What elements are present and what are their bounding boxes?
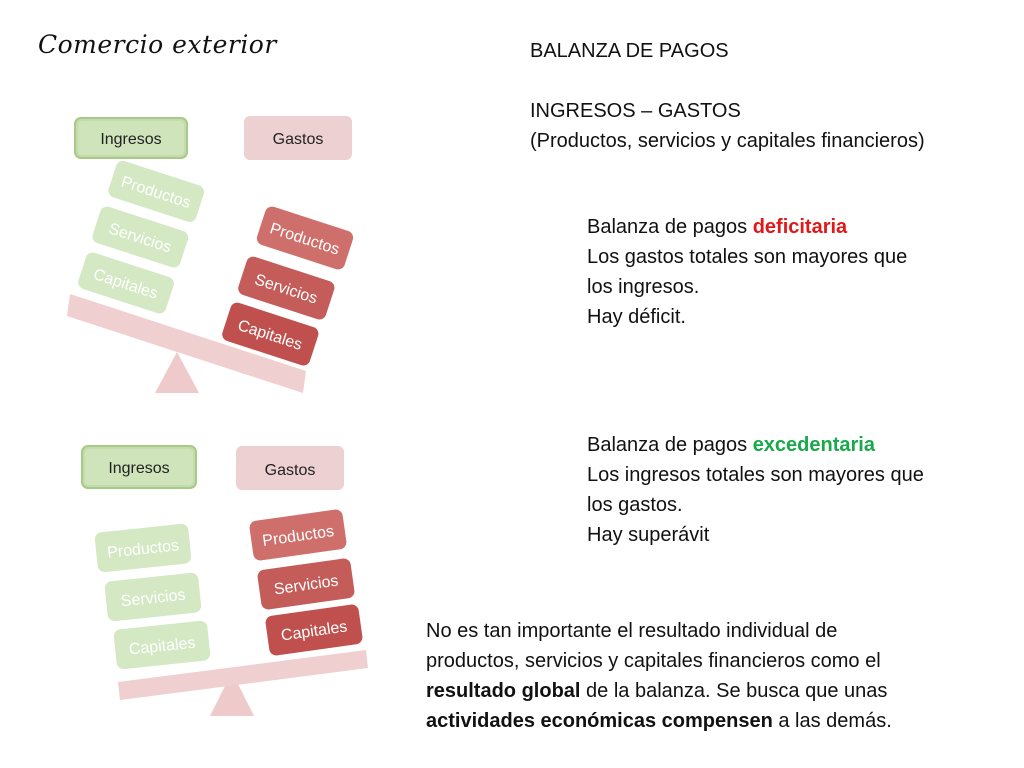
surplus-line-1: Los ingresos totales son mayores que bbox=[587, 464, 924, 486]
balance-beam bbox=[118, 650, 368, 700]
ingresos-item-servicios: Servicios bbox=[104, 572, 202, 622]
surplus-keyword: excedentaria bbox=[752, 434, 875, 456]
gastos-header: Gastos bbox=[236, 446, 344, 490]
gastos-label: Gastos bbox=[273, 131, 324, 148]
svg-text:Servicios: Servicios bbox=[120, 587, 186, 611]
fulcrum-icon bbox=[210, 672, 254, 716]
deficit-line-3: Hay déficit. bbox=[587, 306, 686, 328]
ingresos-item-capitales: Capitales bbox=[113, 620, 211, 670]
formula-line: INGRESOS – GASTOS bbox=[530, 100, 741, 122]
deficit-block: Balanza de pagos deficitaria Los gastos … bbox=[587, 212, 1007, 332]
conclusion-line-2: productos, servicios y capitales financi… bbox=[426, 650, 881, 672]
gastos-item-servicios: Servicios bbox=[238, 256, 335, 320]
gastos-item-productos: Productos bbox=[249, 509, 347, 561]
gastos-item-capitales: Capitales bbox=[222, 302, 319, 366]
gastos-label: Gastos bbox=[265, 462, 316, 479]
ingresos-header: Ingresos bbox=[81, 445, 197, 489]
ingresos-label: Ingresos bbox=[100, 131, 161, 148]
formula-note: (Productos, servicios y capitales financ… bbox=[530, 130, 925, 152]
ingresos-header: Ingresos bbox=[74, 117, 188, 159]
balanza-heading: BALANZA DE PAGOS bbox=[530, 40, 729, 62]
fulcrum-icon bbox=[155, 352, 199, 393]
gastos-item-productos: Productos bbox=[256, 206, 354, 270]
ingresos-label: Ingresos bbox=[108, 460, 169, 477]
gastos-header: Gastos bbox=[244, 116, 352, 160]
gastos-item-capitales: Capitales bbox=[265, 604, 363, 656]
conclusion-paragraph: No es tan importante el resultado indivi… bbox=[426, 616, 1016, 736]
svg-text:Capitales: Capitales bbox=[128, 635, 196, 659]
balance-beam bbox=[67, 294, 306, 393]
surplus-title: Balanza de pagos excedentaria bbox=[587, 434, 875, 456]
conclusion-line-3: resultado global de la balanza. Se busca… bbox=[426, 680, 888, 702]
surplus-line-2: los gastos. bbox=[587, 494, 683, 516]
conclusion-line-1: No es tan importante el resultado indivi… bbox=[426, 620, 838, 642]
ingresos-item-capitales: Capitales bbox=[78, 252, 174, 314]
deficit-keyword: deficitaria bbox=[752, 216, 848, 238]
slide-title: Comercio exterior bbox=[38, 30, 277, 59]
deficit-line-2: los ingresos. bbox=[587, 276, 700, 298]
gastos-item-servicios: Servicios bbox=[257, 558, 355, 610]
ingresos-item-productos: Productos bbox=[94, 523, 192, 573]
surplus-block: Balanza de pagos excedentaria Los ingres… bbox=[587, 430, 1007, 550]
balance-diagram-surplus: Ingresos Gastos Productos Servicios Capi… bbox=[81, 445, 368, 716]
deficit-line-1: Los gastos totales son mayores que bbox=[587, 246, 908, 268]
surplus-line-3: Hay superávit bbox=[587, 524, 710, 546]
conclusion-line-4: actividades económicas compensen a las d… bbox=[426, 710, 892, 732]
deficit-title: Balanza de pagos deficitaria bbox=[587, 216, 848, 238]
balance-diagram-deficit: Ingresos Gastos Productos Servicios Capi… bbox=[67, 116, 354, 393]
